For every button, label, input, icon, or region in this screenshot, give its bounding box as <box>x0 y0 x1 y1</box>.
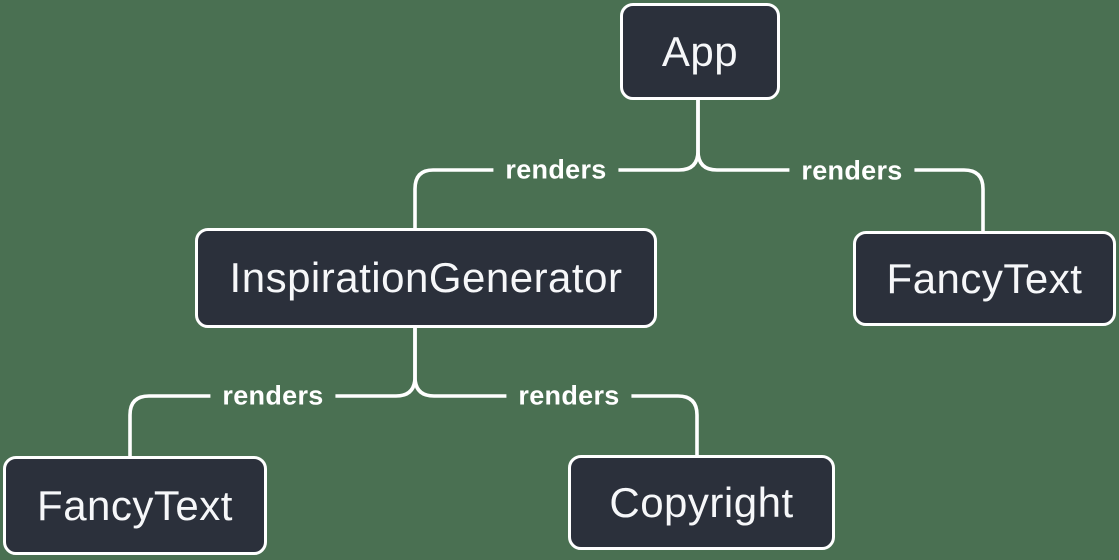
edge-label-renders-app-fancytext: renders <box>789 153 915 189</box>
edge-label-renders-inspiration-copyright: renders <box>506 378 632 414</box>
node-fancy-text-right: FancyText <box>853 231 1116 326</box>
node-copyright-label: Copyright <box>609 478 794 526</box>
node-copyright: Copyright <box>568 455 835 550</box>
node-app: App <box>620 3 780 100</box>
node-fancy-text-left-label: FancyText <box>37 481 233 529</box>
edge-label-renders-app-inspiration: renders <box>493 152 619 188</box>
edge-label-renders-inspiration-fancytext: renders <box>210 378 336 414</box>
node-fancy-text-right-label: FancyText <box>886 254 1083 302</box>
node-app-label: App <box>661 27 739 75</box>
node-inspiration-generator: InspirationGenerator <box>195 228 657 328</box>
node-inspiration-generator-label: InspirationGenerator <box>229 254 623 301</box>
node-fancy-text-left: FancyText <box>3 456 267 555</box>
